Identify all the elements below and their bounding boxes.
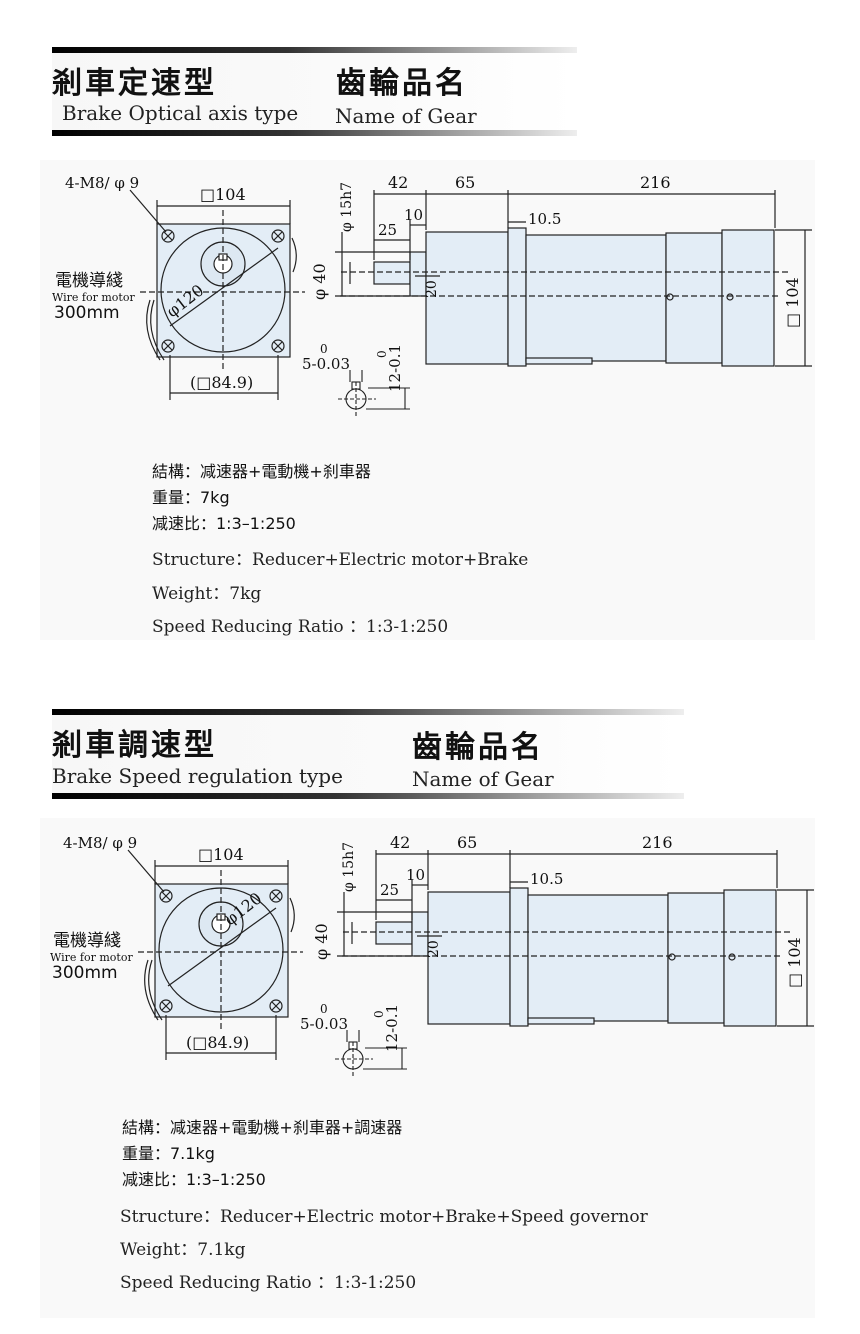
spec-weight-cn: 重量：7kg bbox=[152, 488, 230, 507]
gearbox bbox=[425, 231, 509, 365]
spec-ratio-en: Speed Reducing Ratio ：1:3-1:250 bbox=[120, 1273, 417, 1293]
dim-10-label: 10 bbox=[404, 206, 423, 224]
dim-216-label: 216 bbox=[642, 833, 673, 852]
gear-name-cn: 齒輪品名 bbox=[336, 66, 468, 101]
key-detail bbox=[335, 1030, 407, 1076]
gear-name-cn: 齒輪品名 bbox=[412, 730, 544, 765]
key-height-label: 12-0.1 bbox=[383, 1004, 401, 1052]
header-background bbox=[52, 52, 577, 134]
spec-ratio-cn: 减速比：1:3–1:250 bbox=[122, 1170, 266, 1189]
dim-20-label: 20 bbox=[426, 940, 442, 958]
wire-label-cn: 電機導綫 bbox=[53, 931, 121, 951]
spec-weight-en: Weight：7kg bbox=[152, 584, 262, 604]
header-bottom-bar bbox=[52, 793, 684, 799]
wire-length-label: 300mm bbox=[54, 303, 120, 323]
height-104-label: □ 104 bbox=[783, 277, 802, 328]
header-top-bar bbox=[52, 47, 577, 53]
flange-square-label: □104 bbox=[198, 845, 244, 864]
inner-square-label: (□84.9) bbox=[190, 373, 253, 392]
technical-drawing: 4-M8/ φ 9 □104 φ120 (□84.9) 電機導綫 Wire fo… bbox=[50, 833, 814, 1076]
brake-body bbox=[667, 892, 725, 1024]
header-top-bar bbox=[52, 709, 684, 715]
dim-20-label: 20 bbox=[424, 280, 440, 298]
section-brake-optical-axis: 剎車定速型 Brake Optical axis type 齒輪品名 Name … bbox=[0, 0, 860, 660]
title-en: Brake Optical axis type bbox=[62, 101, 299, 125]
key-height-label: 12-0.1 bbox=[386, 344, 404, 392]
pilot-dia-label: φ 40 bbox=[312, 923, 331, 960]
wire-label-en: Wire for motor bbox=[52, 291, 135, 304]
motor-body bbox=[525, 234, 667, 362]
shaft-dia-label: φ 15h7 bbox=[341, 842, 357, 892]
spec-ratio-cn: 减速比：1:3–1:250 bbox=[152, 514, 296, 533]
section-brake-speed-regulation: 剎車調速型 Brake Speed regulation type 齒輪品名 N… bbox=[0, 660, 860, 1334]
side-view bbox=[335, 190, 812, 367]
mount-holes-label: 4-M8/ φ 9 bbox=[63, 834, 137, 852]
technical-drawing: 4-M8/ φ 9 □104 φ120 (□84.9) 電機導綫 Wire fo… bbox=[52, 173, 812, 416]
gear-name-en: Name of Gear bbox=[412, 767, 554, 791]
end-cap bbox=[721, 229, 775, 367]
dim-10-5-label: 10.5 bbox=[528, 210, 561, 228]
flange-square-label: □104 bbox=[200, 185, 246, 204]
terminal-box bbox=[525, 357, 593, 365]
flange-plate bbox=[509, 887, 529, 1027]
side-curve bbox=[291, 237, 297, 273]
pcd-diameter-line bbox=[167, 907, 277, 987]
key-width-label: 5-0.03 bbox=[300, 1015, 348, 1033]
spec-weight-en: Weight：7.1kg bbox=[120, 1240, 246, 1260]
dim-10-label: 10 bbox=[406, 866, 425, 884]
flange-plate bbox=[507, 227, 527, 367]
dim-65-label: 65 bbox=[457, 833, 477, 852]
height-104-label: □ 104 bbox=[785, 937, 804, 988]
key-width-label: 5-0.03 bbox=[302, 355, 350, 373]
pilot-dia-label: φ 40 bbox=[310, 263, 329, 300]
header-bottom-bar bbox=[52, 130, 577, 136]
key-width-top: 0 bbox=[320, 1002, 328, 1016]
dim-42-label: 42 bbox=[390, 833, 410, 852]
wire bbox=[146, 299, 161, 361]
output-shaft bbox=[375, 921, 413, 945]
spec-structure-cn: 結構：减速器+電動機+刹車器+調速器 bbox=[122, 1118, 403, 1137]
spec-structure-en: Structure：Reducer+Electric motor+Brake bbox=[152, 550, 529, 570]
spec-structure-en: Structure：Reducer+Electric motor+Brake+S… bbox=[120, 1207, 648, 1227]
mount-holes bbox=[161, 229, 285, 353]
shaft-dia-label: φ 15h7 bbox=[339, 182, 355, 232]
pcd-diameter-line bbox=[169, 247, 279, 327]
side-curve bbox=[289, 897, 295, 933]
leader-holes bbox=[127, 849, 165, 893]
terminal-box bbox=[527, 1017, 595, 1025]
header-background bbox=[52, 712, 684, 796]
key-height-top: 0 bbox=[372, 1010, 386, 1018]
wire-label-cn: 電機導綫 bbox=[55, 271, 123, 291]
mount-holes-label: 4-M8/ φ 9 bbox=[65, 174, 139, 192]
key-detail bbox=[338, 370, 410, 416]
leader-holes bbox=[129, 189, 167, 233]
dim-25-label: 25 bbox=[380, 881, 399, 899]
spec-weight-cn: 重量：7.1kg bbox=[122, 1144, 215, 1163]
key-width-top: 0 bbox=[320, 342, 328, 356]
brake-body bbox=[665, 232, 723, 364]
side-view bbox=[337, 850, 814, 1027]
dim-65-label: 65 bbox=[455, 173, 475, 192]
mount-holes bbox=[159, 889, 283, 1013]
output-shaft bbox=[373, 261, 411, 285]
wire bbox=[144, 959, 159, 1021]
front-view bbox=[127, 849, 303, 1060]
wire-label-en: Wire for motor bbox=[50, 951, 133, 964]
key-height-top: 0 bbox=[375, 350, 389, 358]
motor-body bbox=[527, 894, 669, 1022]
dim-216-label: 216 bbox=[640, 173, 671, 192]
gear-name-en: Name of Gear bbox=[335, 104, 477, 128]
wire-length-label: 300mm bbox=[52, 963, 118, 983]
dim-42-label: 42 bbox=[388, 173, 408, 192]
title-cn: 剎車調速型 bbox=[52, 728, 217, 763]
inner-square-label: (□84.9) bbox=[186, 1033, 249, 1052]
dim-10-5-label: 10.5 bbox=[530, 870, 563, 888]
front-view bbox=[129, 189, 305, 400]
title-cn: 剎車定速型 bbox=[52, 66, 217, 101]
dim-25-label: 25 bbox=[378, 221, 397, 239]
spec-structure-cn: 結構：减速器+電動機+刹車器 bbox=[152, 462, 371, 481]
end-cap bbox=[723, 889, 777, 1027]
title-en: Brake Speed regulation type bbox=[52, 764, 343, 788]
spec-ratio-en: Speed Reducing Ratio ：1:3-1:250 bbox=[152, 617, 449, 637]
